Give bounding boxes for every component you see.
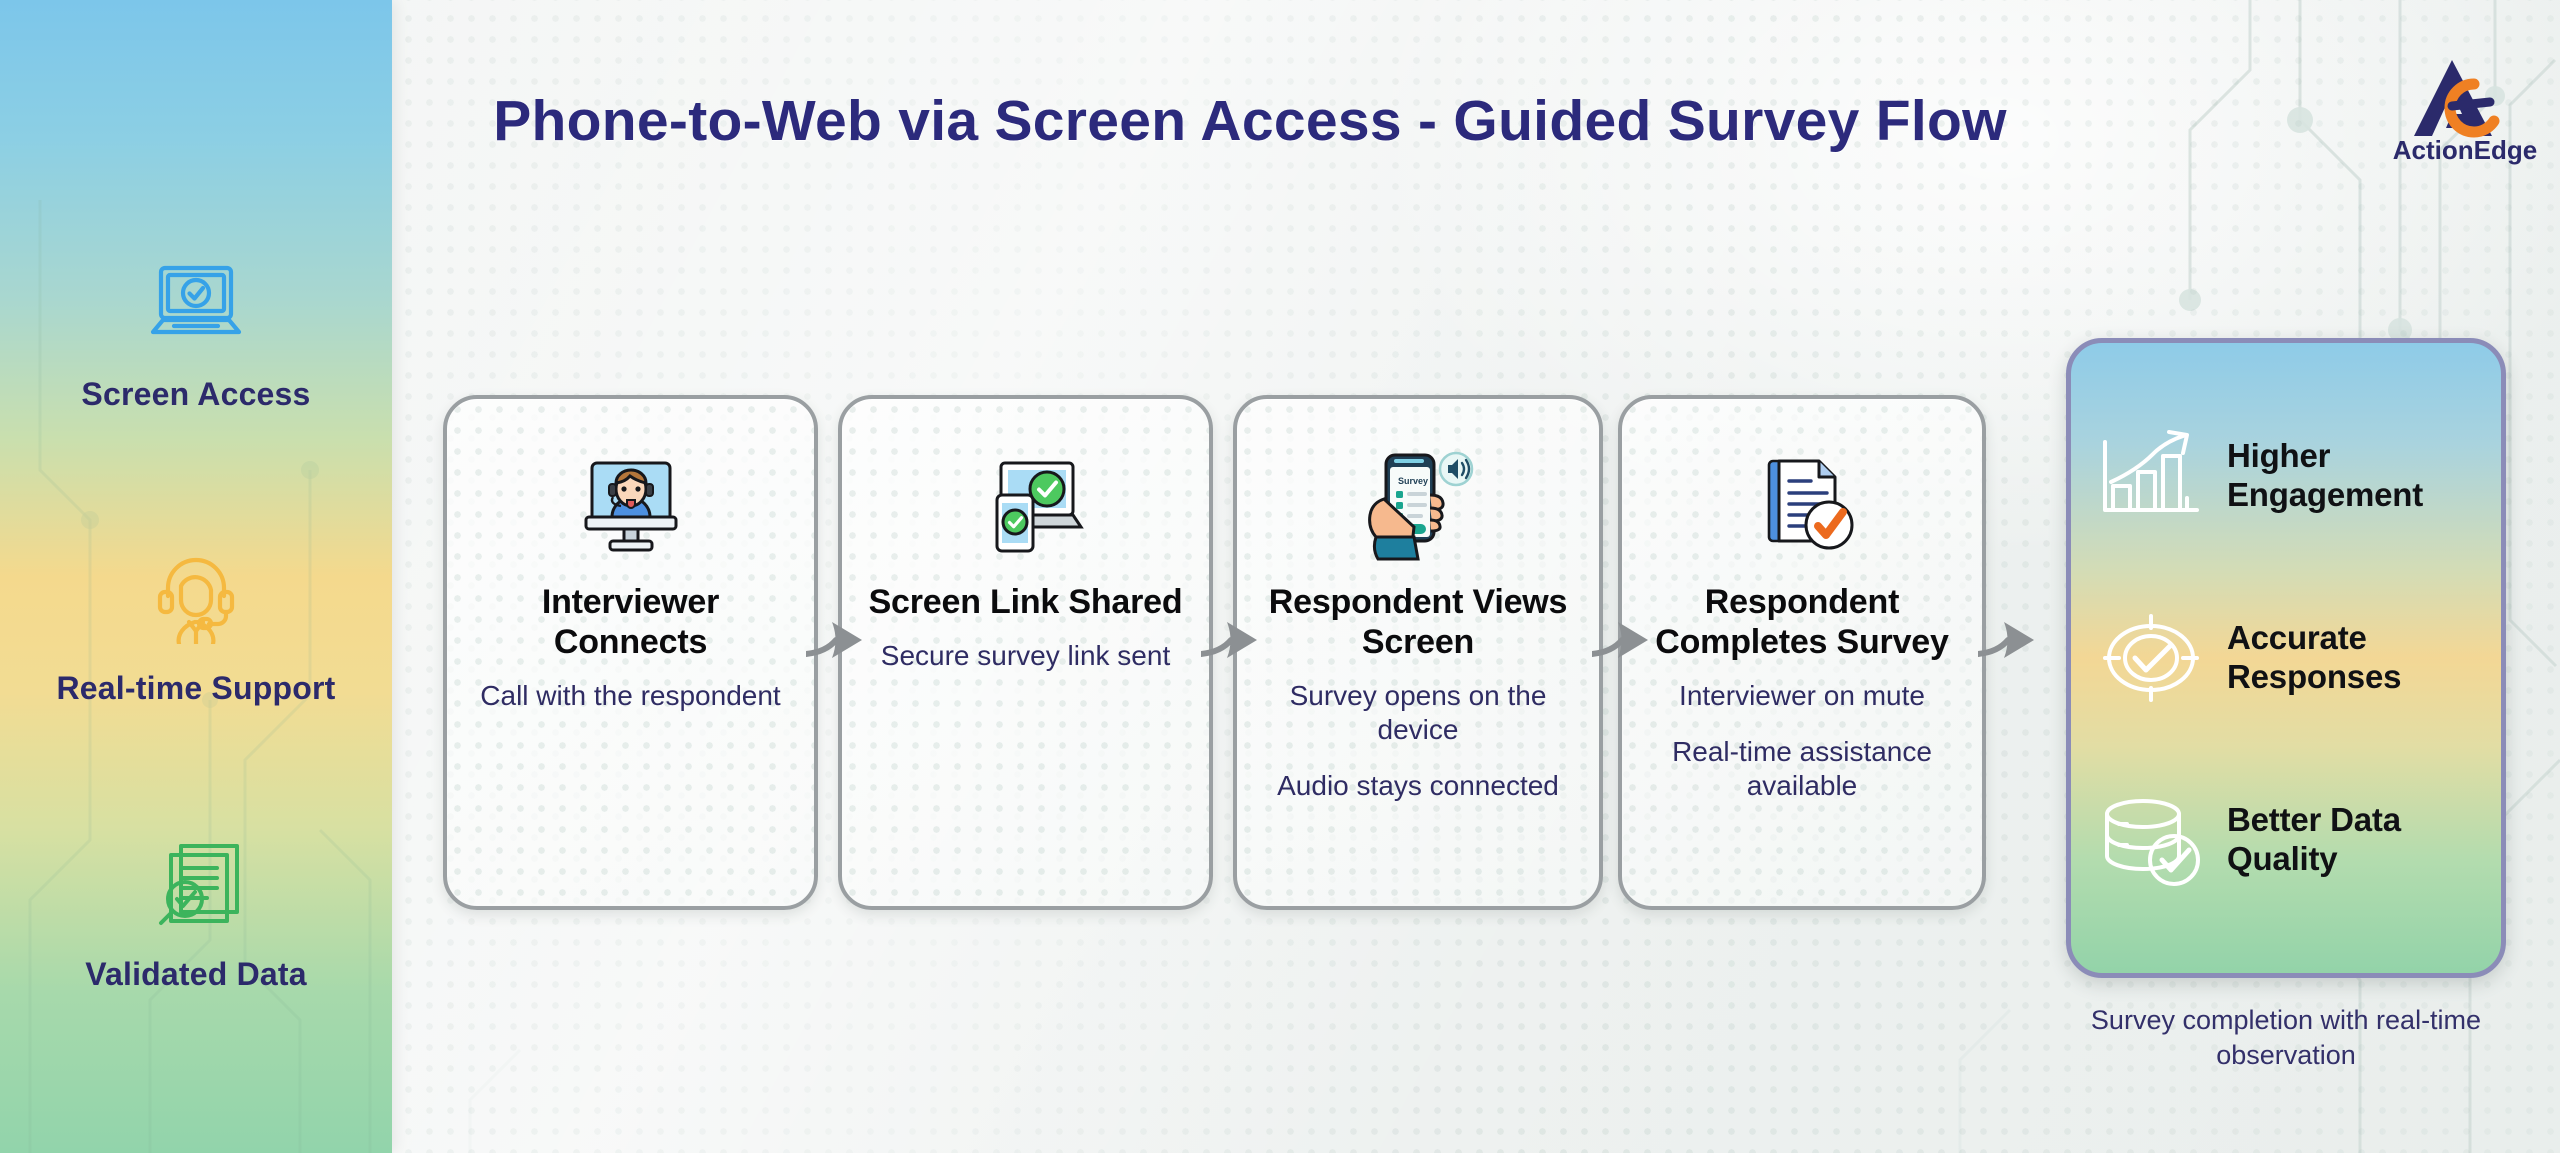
flow-step-card-1[interactable]: Interviewer Connects Call with the respo… <box>443 395 818 910</box>
sidebar-item-label: Validated Data <box>85 956 307 992</box>
arrow-right-icon <box>1201 622 1257 658</box>
laptop-check-icon <box>150 265 242 335</box>
flow-step-line: Audio stays connected <box>1277 769 1559 801</box>
video-call-interviewer-icon <box>572 451 690 561</box>
document-check-icon <box>1743 451 1861 561</box>
flow-step-title: Screen Link Shared <box>868 583 1183 621</box>
sidebar-item-label: Screen Access <box>81 376 311 412</box>
flow-step-card-4[interactable]: Respondent Completes Survey Interviewer … <box>1618 395 1986 910</box>
database-check-icon <box>2105 799 2200 886</box>
document-verified-icon <box>159 844 239 925</box>
sidebar-item-real-time-support[interactable]: Real-time Support <box>0 552 392 707</box>
benefit-accurate-responses[interactable]: Accurate Responses <box>2097 610 2475 706</box>
page-title: Phone-to-Web via Screen Access - Guided … <box>493 89 2007 153</box>
headset-agent-icon <box>157 557 235 644</box>
benefit-label: Higher Engagement <box>2227 437 2424 513</box>
target-check-icon <box>2103 614 2199 702</box>
sidebar-circuit-pattern <box>28 200 372 1153</box>
sidebar-item-validated-data[interactable]: Validated Data <box>0 838 392 993</box>
logo-e-bar <box>2447 97 2495 111</box>
flow-step-line: Secure survey link sent <box>880 639 1171 671</box>
flow-step-title: Respondent Completes Survey <box>1655 583 1949 661</box>
logo-e-shape <box>2444 78 2500 138</box>
flow-step-line: Call with the respondent <box>480 679 781 711</box>
arrow-right-icon <box>1978 622 2034 658</box>
flow-step-line: Real-time assistance available <box>1672 735 1932 801</box>
benefit-higher-engagement[interactable]: Higher Engagement <box>2097 428 2475 524</box>
sidebar: Screen Access Real-time Support <box>0 0 392 1153</box>
arrow-right-icon <box>1592 622 1648 658</box>
flow-step-title: Respondent Views Screen <box>1268 583 1568 661</box>
benefit-label: Better Data Quality <box>2227 801 2401 877</box>
logo-a-shape <box>2414 60 2492 136</box>
flow-step-card-2[interactable]: Screen Link Shared Secure survey link se… <box>838 395 1213 910</box>
benefit-label: Accurate Responses <box>2227 619 2402 695</box>
flow-step-line: Interviewer on mute <box>1679 679 1925 711</box>
logo-text: ActionEdge <box>2393 135 2537 165</box>
growth-chart-icon <box>2103 430 2199 512</box>
flow-step-line: Survey opens on the device <box>1289 679 1547 745</box>
devices-link-check-icon <box>967 451 1085 561</box>
sidebar-item-screen-access[interactable]: Screen Access <box>0 258 392 413</box>
flow-step-card-3[interactable]: Survey <box>1233 395 1603 910</box>
actionedge-logo: ActionEdge <box>2390 46 2540 166</box>
benefits-panel: Higher Engagement Accurate Responses <box>2066 338 2506 978</box>
arrow-right-icon <box>806 622 862 658</box>
benefit-better-data-quality[interactable]: Better Data Quality <box>2097 792 2475 888</box>
benefits-caption: Survey completion with real-time observa… <box>2090 1005 2482 1070</box>
flow-step-title: Interviewer Connects <box>541 583 720 661</box>
sidebar-item-label: Real-time Support <box>56 670 336 706</box>
hand-phone-survey-icon: Survey <box>1354 451 1482 561</box>
phone-survey-label: Survey <box>1398 476 1428 486</box>
